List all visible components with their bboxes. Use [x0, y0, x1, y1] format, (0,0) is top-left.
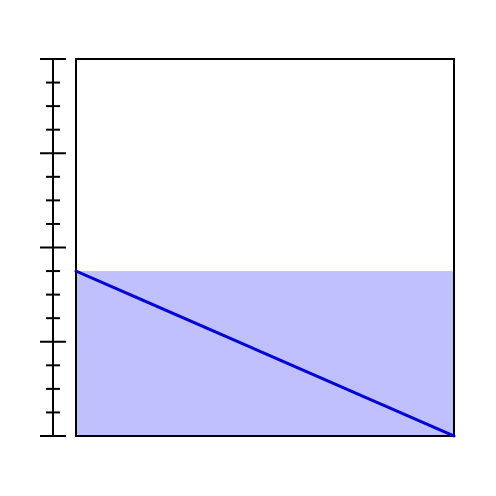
- plot-frame: [75, 58, 455, 437]
- plot-layer: [74, 58, 456, 438]
- y-axis: [40, 58, 66, 437]
- series-line: [74, 269, 456, 438]
